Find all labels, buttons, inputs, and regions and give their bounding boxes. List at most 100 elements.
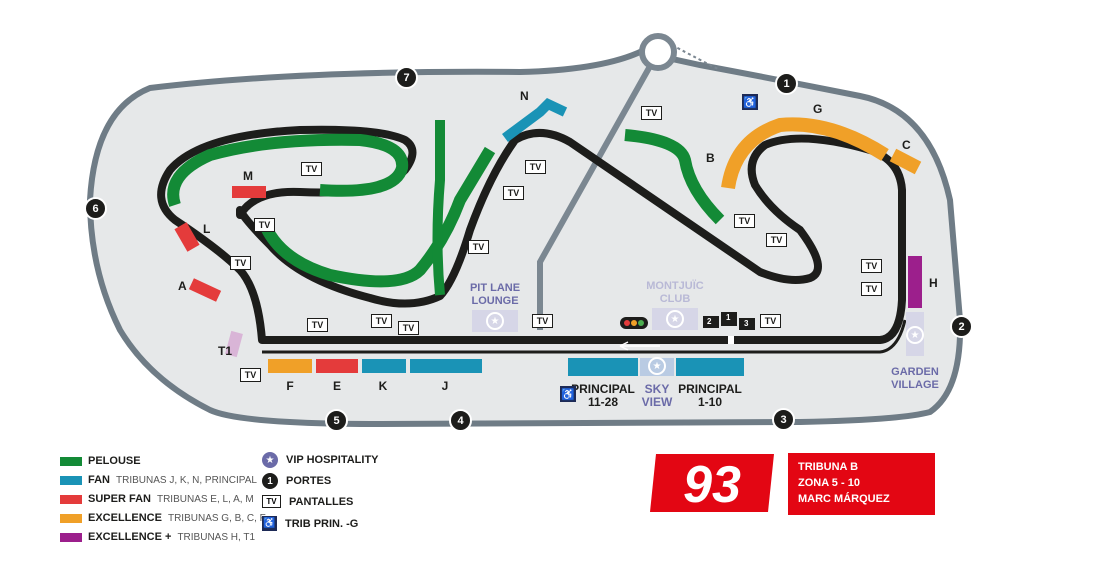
rider-number-logo: 93 bbox=[650, 454, 774, 514]
tv-screen: TV bbox=[371, 314, 392, 328]
grid-slot-2 bbox=[703, 316, 719, 328]
tv-screen: TV bbox=[503, 186, 524, 200]
wheelchair-access-icon: ♿ bbox=[560, 386, 576, 402]
tv-screen: TV bbox=[254, 218, 275, 232]
stand-label-l: L bbox=[203, 222, 211, 236]
tv-screen: TV bbox=[307, 318, 328, 332]
tv-screen: TV bbox=[398, 321, 419, 335]
legend-super-fan: SUPER FAN TRIBUNAS E, L, A, M bbox=[60, 493, 254, 505]
pelouse-back bbox=[624, 129, 725, 225]
stand-principal-right bbox=[676, 358, 744, 376]
key-text: TRIB PRIN. -G bbox=[285, 517, 359, 530]
gate-icon: 1 bbox=[262, 473, 278, 489]
tv-screen: TV bbox=[301, 162, 322, 176]
key-text: PANTALLES bbox=[289, 495, 354, 508]
stand-label-t1: T1 bbox=[218, 344, 233, 358]
key-screens: TV PANTALLES bbox=[262, 495, 353, 508]
tv-screen: TV bbox=[525, 160, 546, 174]
tv-screen: TV bbox=[468, 240, 489, 254]
legend-pelouse: PELOUSE bbox=[60, 455, 141, 467]
vip-star-icon: ★ bbox=[262, 452, 278, 468]
pelouse-hairpin bbox=[259, 146, 496, 288]
service-road-3 bbox=[671, 44, 721, 71]
legend-title: FAN bbox=[88, 474, 110, 486]
ticket-zone: ZONA 5 - 10 bbox=[798, 477, 860, 489]
tv-screen: TV bbox=[861, 259, 882, 273]
key-gates: 1 PORTES bbox=[262, 473, 331, 489]
stand-c bbox=[889, 148, 922, 175]
sky-view-star-icon: ★ bbox=[648, 357, 666, 375]
race-track bbox=[157, 125, 906, 344]
stand-label-c: C bbox=[902, 138, 911, 152]
grid-slot-1 bbox=[721, 312, 737, 326]
stand-a bbox=[188, 278, 222, 302]
tv-icon: TV bbox=[262, 495, 281, 508]
rider-number: 93 bbox=[683, 456, 741, 514]
tv-screen: TV bbox=[760, 314, 781, 328]
stand-label-b: B bbox=[706, 151, 715, 165]
legend-excellence: EXCELLENCE TRIBUNAS G, B, C, F bbox=[60, 512, 266, 524]
ticket-rider: MARC MÁRQUEZ bbox=[798, 493, 890, 505]
stand-label-n: N bbox=[520, 89, 529, 103]
stand-label-g: G bbox=[813, 102, 823, 116]
gate-2-icon: 2 bbox=[950, 315, 973, 338]
service-road bbox=[537, 50, 661, 330]
gate-5-icon: 5 bbox=[325, 409, 348, 432]
stand-n bbox=[502, 97, 568, 143]
tv-screen: TV bbox=[230, 256, 251, 270]
legend-sub: TRIBUNAS J, K, N, PRINCIPAL bbox=[116, 474, 257, 486]
legend-title: PELOUSE bbox=[88, 455, 141, 467]
key-text: PORTES bbox=[286, 475, 332, 487]
key-text: VIP HOSPITALITY bbox=[286, 454, 379, 466]
stand-l bbox=[174, 222, 200, 252]
stand-g bbox=[721, 117, 889, 190]
tv-screen: TV bbox=[861, 282, 882, 296]
tv-screen: TV bbox=[734, 214, 755, 228]
stand-principal-left bbox=[568, 358, 638, 376]
pelouse-north-west bbox=[167, 133, 409, 207]
gate-1-icon: 1 bbox=[775, 72, 798, 95]
gate-4-icon: 4 bbox=[449, 409, 472, 432]
roundabout bbox=[639, 33, 677, 71]
wheelchair-access-icon: ♿ bbox=[742, 94, 758, 110]
garden-village-star-icon: ★ bbox=[906, 326, 924, 344]
principal-left-label: PRINCIPAL 11-28 bbox=[571, 382, 635, 409]
legend-sub: TRIBUNAS H, T1 bbox=[177, 531, 256, 543]
pit-lane-lounge-star-icon: ★ bbox=[486, 312, 504, 330]
tv-screen: TV bbox=[240, 368, 261, 382]
stand-label-m: M bbox=[243, 169, 253, 183]
grid-number-1: 1 bbox=[726, 313, 731, 322]
finish-line bbox=[728, 336, 734, 344]
sky-view-label: SKY VIEW bbox=[641, 382, 673, 409]
gate-7-icon: 7 bbox=[395, 66, 418, 89]
pit-lane-lounge-label: PIT LANE LOUNGE bbox=[469, 282, 521, 307]
montjuic-club-star-icon: ★ bbox=[666, 310, 684, 328]
pit-arrow bbox=[619, 341, 660, 351]
stand-e bbox=[316, 359, 358, 373]
ticket-stand: TRIBUNA B bbox=[798, 461, 859, 473]
montjuic-club-label: MONTJUÏC CLUB bbox=[646, 280, 704, 305]
legend-sub: TRIBUNAS E, L, A, M bbox=[156, 493, 254, 505]
stand-f bbox=[268, 359, 312, 373]
tv-screen: TV bbox=[766, 233, 787, 247]
grid-number-2: 2 bbox=[707, 317, 712, 326]
wheelchair-icon: ♿ bbox=[262, 516, 277, 531]
legend-fan: FAN TRIBUNAS J, K, N, PRINCIPAL bbox=[60, 474, 257, 486]
legend-excellence-plus: EXCELLENCE + TRIBUNAS H, T1 bbox=[60, 531, 255, 543]
stand-j bbox=[410, 359, 482, 373]
tv-screen: TV bbox=[532, 314, 553, 328]
legend-sub: TRIBUNAS G, B, C, F bbox=[167, 512, 266, 524]
garden-village-label: GARDEN VILLAGE bbox=[891, 366, 939, 391]
circuit-grounds bbox=[86, 48, 964, 428]
stand-label-k: K bbox=[378, 379, 388, 393]
tv-screen: TV bbox=[641, 106, 662, 120]
stand-label-e: E bbox=[332, 379, 342, 393]
gate-3-icon: 3 bbox=[772, 408, 795, 431]
ticket-info-box: TRIBUNA B ZONA 5 - 10 MARC MÁRQUEZ bbox=[788, 453, 935, 515]
key-access: ♿ TRIB PRIN. -G bbox=[262, 516, 358, 531]
stand-label-a: A bbox=[178, 279, 187, 293]
stand-h bbox=[908, 256, 922, 308]
grid-slot-3 bbox=[739, 318, 755, 330]
principal-right-label: PRINCIPAL 1-10 bbox=[678, 382, 742, 409]
legend-title: SUPER FAN bbox=[88, 493, 151, 505]
